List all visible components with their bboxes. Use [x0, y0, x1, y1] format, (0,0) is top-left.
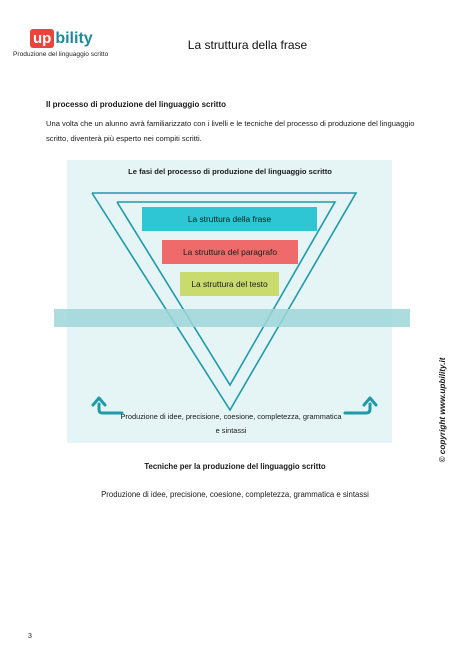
copyright-notice: © copyright www.upbility.it [438, 357, 447, 463]
inner-triangle [116, 201, 337, 387]
outer-triangle [91, 192, 358, 412]
upbility-logo: up bility [30, 28, 93, 48]
left-arrow-icon [97, 402, 124, 415]
techniques-heading: Tecniche per la produzione del linguaggi… [144, 462, 326, 471]
logo-up: up [30, 28, 55, 48]
diagram-caption: Produzione di idee, precisione, coesione… [120, 412, 342, 435]
horizontal-band [54, 309, 410, 327]
level-box-paragrafo: La struttura del paragrafo [162, 240, 298, 264]
page-title: La struttura della frase [187, 38, 308, 52]
section-heading: Il processo di produzione del linguaggio… [46, 100, 227, 109]
header-subtitle: Produzione del linguaggio scritto [13, 51, 109, 58]
intro-paragraph: Una volta che un alunno avrà familiarizz… [46, 119, 415, 143]
right-arrow-icon [343, 402, 372, 415]
logo-bility: bility [55, 29, 93, 47]
techniques-text: Produzione di idee, precisione, coesione… [101, 490, 369, 499]
level-box-testo: La struttura del testo [180, 272, 279, 296]
level-box-frase: La struttura della frase [142, 207, 317, 231]
diagram-title: Le fasi del processo di produzione del l… [128, 167, 332, 176]
page-number: 3 [28, 633, 32, 640]
